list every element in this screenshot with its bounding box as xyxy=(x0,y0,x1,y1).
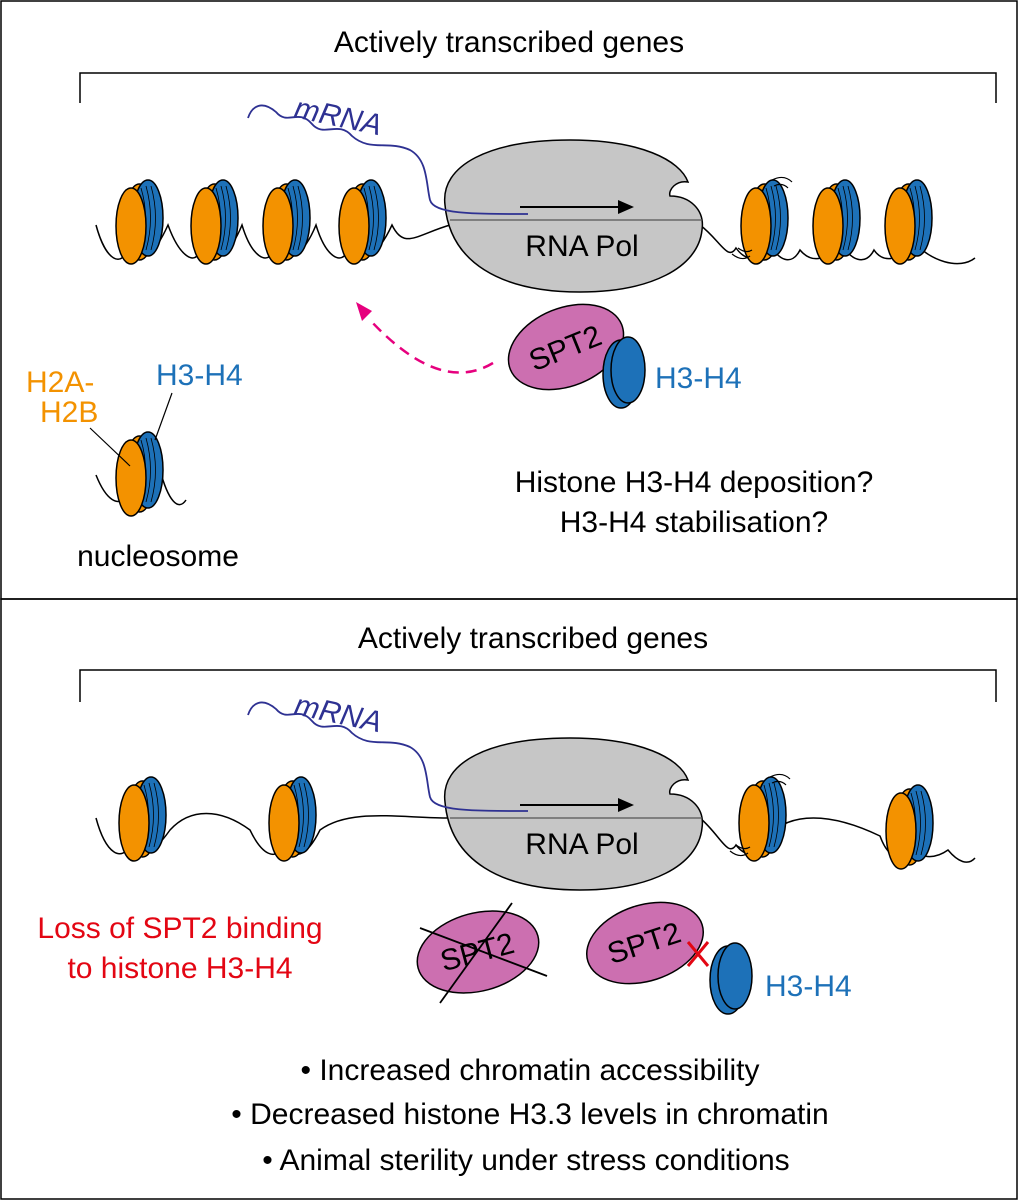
loss-text-line-1: Loss of SPT2 binding xyxy=(37,912,322,945)
rna-polymerase xyxy=(444,139,704,293)
top-panel-title: Actively transcribed genes xyxy=(334,26,684,59)
h3-h4-label-bottom: H3-H4 xyxy=(765,970,852,1003)
h2a-h2b-pointer xyxy=(89,427,131,467)
deposition-arrow xyxy=(369,319,494,374)
h2a-h2b-label-line2: H2B xyxy=(40,396,98,429)
nucleosome-legend: H2A- H2B H3-H4 nucleosome xyxy=(26,359,243,573)
h3-h4-tetramer xyxy=(602,336,646,409)
bottom-panel: Actively transcribed genes RNA Pol mRNA … xyxy=(0,598,1018,1200)
question-line-1: Histone H3-H4 deposition? xyxy=(515,466,874,499)
nucleosome xyxy=(190,179,239,265)
no-binding-cross xyxy=(686,941,710,967)
nucleosome xyxy=(885,784,934,870)
cross-out-line xyxy=(419,927,548,977)
legend-h3-h4-label: H3-H4 xyxy=(156,359,243,392)
deposition-arrowhead xyxy=(356,302,372,321)
spt2-protein-mutant xyxy=(585,901,705,985)
mrna-label: mRNA xyxy=(292,92,385,143)
gene-bracket xyxy=(79,72,997,103)
nucleosome xyxy=(262,179,311,265)
h3-h4-tetramer-unbound xyxy=(709,942,753,1015)
rna-polymerase-label: RNA Pol xyxy=(525,230,638,263)
nucleosome xyxy=(812,179,861,265)
question-line-2: H3-H4 stabilisation? xyxy=(560,506,828,539)
rna-polymerase-label-bottom: RNA Pol xyxy=(525,828,638,861)
transcription-arrowhead xyxy=(618,200,634,214)
spt2-protein xyxy=(507,303,625,391)
loss-text-line-2: to histone H3-H4 xyxy=(67,952,292,985)
outcome-item: • Animal sterility under stress conditio… xyxy=(262,1144,789,1177)
mrna-strand xyxy=(247,104,529,215)
outcome-item: • Increased chromatin accessibility xyxy=(300,1054,759,1087)
h2a-h2b-label-line1: H2A- xyxy=(26,366,94,399)
mrna-label-bottom: mRNA xyxy=(292,689,385,740)
gene-bracket-bottom xyxy=(79,669,997,702)
outcome-item: • Decreased histone H3.3 levels in chrom… xyxy=(231,1098,828,1131)
nucleosome xyxy=(884,179,933,265)
nucleosome xyxy=(268,776,317,862)
nucleosome-label: nucleosome xyxy=(77,540,239,573)
transcription-arrowhead-bottom xyxy=(618,798,634,812)
h3-h4-label: H3-H4 xyxy=(655,362,742,395)
spt2-protein-absent xyxy=(416,910,540,994)
h3-h4-pointer xyxy=(154,392,173,441)
cross-out-line xyxy=(439,902,513,1004)
top-panel: Actively transcribed genes RNA Pol mRNA … xyxy=(0,0,1018,600)
rna-polymerase-bottom xyxy=(444,737,704,891)
mrna-strand-bottom xyxy=(247,701,529,812)
legend-nucleosome xyxy=(115,431,164,517)
nucleosome xyxy=(118,776,167,862)
nucleosome xyxy=(115,179,164,265)
top-panel-frame xyxy=(0,0,1018,600)
nucleosome xyxy=(338,179,387,265)
bottom-panel-frame xyxy=(0,598,1018,1200)
bottom-panel-title: Actively transcribed genes xyxy=(358,622,708,655)
